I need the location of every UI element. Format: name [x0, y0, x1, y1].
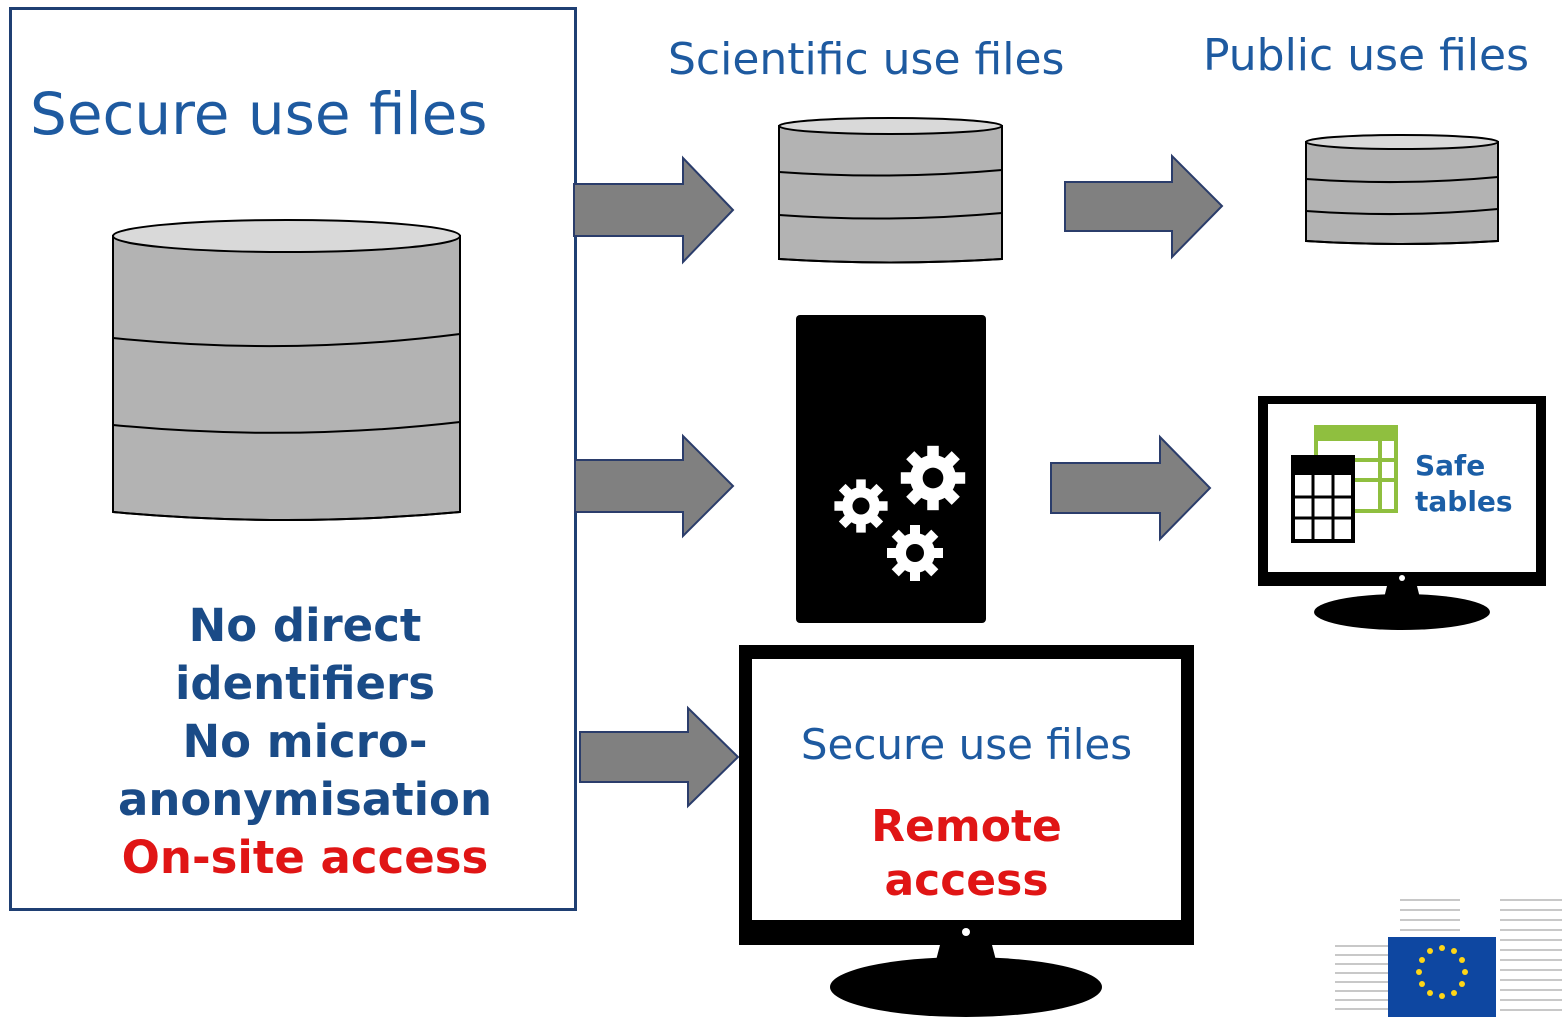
remote-access-label: Remote access — [752, 800, 1181, 908]
remote-line-1: Remote — [871, 801, 1062, 852]
safe-tables-line-2: tables — [1415, 485, 1513, 518]
desc-line-1: No direct — [188, 599, 422, 652]
desc-line-2: identifiers — [175, 657, 435, 710]
desc-line-5: On-site access — [121, 831, 489, 884]
remote-secure-use-files-label: Secure use files — [800, 720, 1133, 769]
safe-tables-line-1: Safe — [1415, 449, 1486, 482]
public-use-files-title: Public use files — [1203, 30, 1530, 81]
secure-use-files-title: Secure use files — [30, 80, 488, 148]
desc-line-3: No micro- — [182, 715, 428, 768]
secure-box-description: No direct identifiers No micro- anonymis… — [60, 597, 550, 887]
remote-line-2: access — [884, 855, 1049, 906]
desc-line-4: anonymisation — [117, 773, 493, 826]
table-icon — [1291, 455, 1355, 543]
scientific-use-files-title: Scientific use files — [668, 34, 1065, 85]
safe-tables-label: Safe tables — [1415, 448, 1513, 520]
